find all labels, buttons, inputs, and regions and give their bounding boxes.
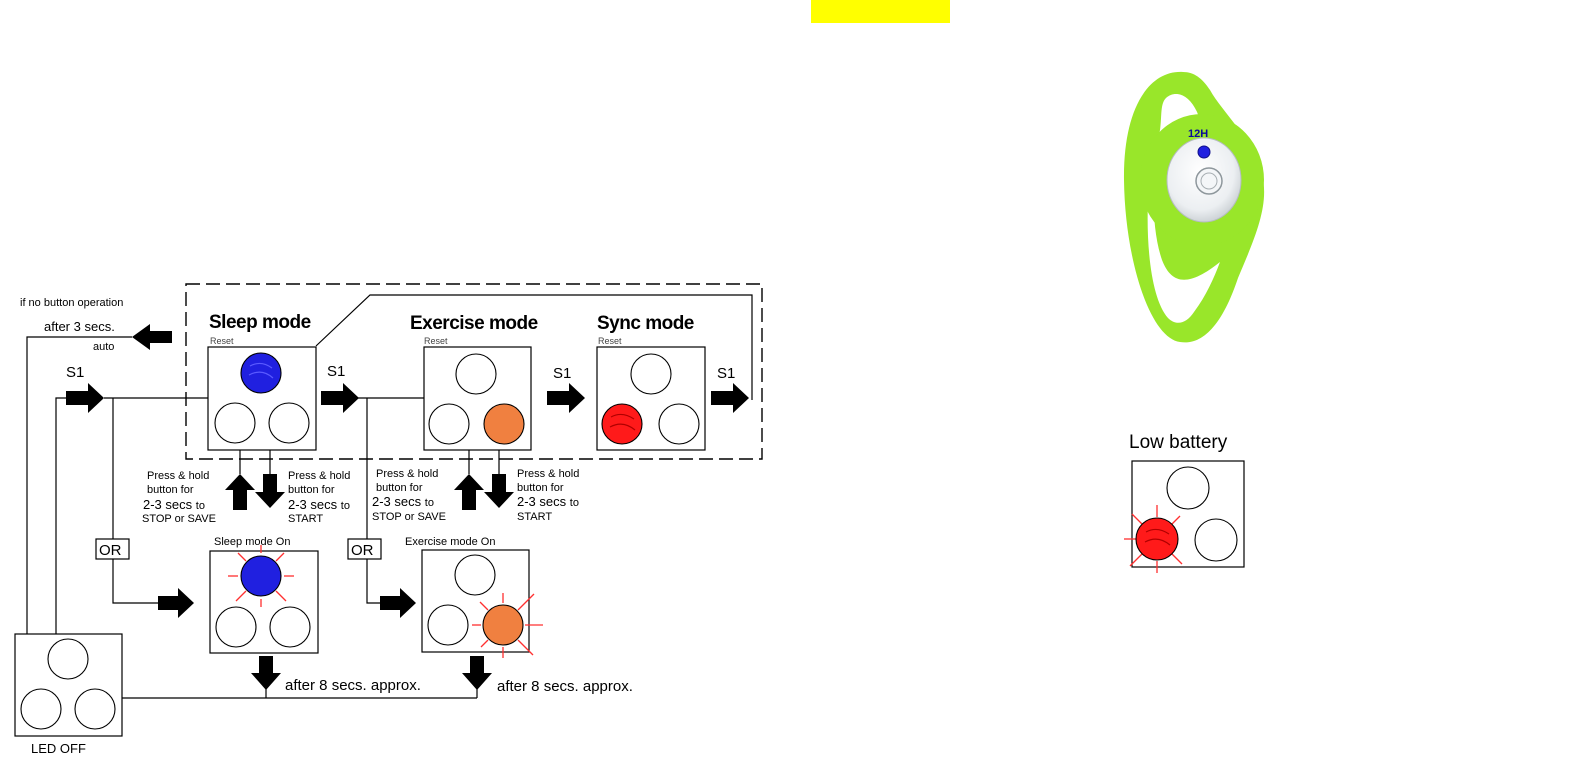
sleep-led-left <box>214 402 256 444</box>
s1-label-2: S1 <box>327 363 345 380</box>
exercise-mode-title: Exercise mode <box>410 313 538 334</box>
led-off-top <box>47 638 89 680</box>
exercise-led-left <box>428 403 470 445</box>
timeout-arrow-exercise-icon <box>462 656 492 690</box>
auto-return-line <box>26 336 132 634</box>
device-led-indicator <box>1197 145 1211 159</box>
sync-mode-title: Sync mode <box>597 313 694 334</box>
s1-arrow-3-icon <box>547 383 585 413</box>
svg-text:2-3 secs to: 2-3 secs to <box>143 497 205 512</box>
svg-text:2-3 secs to: 2-3 secs to <box>517 494 579 509</box>
sleep-mode-title: Sleep mode <box>209 312 311 333</box>
s1-label-4: S1 <box>717 365 735 382</box>
after-8-label-1: after 8 secs. approx. <box>285 677 421 694</box>
low-battery-label: Low battery <box>1129 432 1228 453</box>
or-box-2 <box>347 538 382 560</box>
sleep-stop-instructions: Press & hold button for 2-3 secs to STOP… <box>142 470 216 525</box>
exercise-stop-instructions: Press & hold button for 2-3 secs to STOP… <box>372 468 446 523</box>
svg-text:button for: button for <box>288 484 335 496</box>
no-button-label-1: if no button operation <box>20 297 123 309</box>
led-off-right <box>74 688 116 730</box>
svg-text:2-3 secs to: 2-3 secs to <box>288 497 350 512</box>
sleep-led-right <box>268 402 310 444</box>
sleep-start-instructions: Press & hold button for 2-3 secs to STAR… <box>288 470 350 525</box>
exercise-on-panel <box>421 549 543 658</box>
s1-label-1: S1 <box>66 364 84 381</box>
or-label-1: OR <box>99 542 122 559</box>
low-battery-panel <box>1124 460 1245 573</box>
exercise-on-label: Exercise mode On <box>405 536 495 548</box>
exercise-mode-panel <box>423 346 532 451</box>
or-branch-sleep <box>112 398 158 604</box>
start-arrow-sleep-icon <box>255 474 285 508</box>
device-button <box>1195 167 1223 195</box>
sync-led-top <box>630 353 672 395</box>
exercise-on-led-blinking <box>482 604 524 646</box>
sync-led-right <box>658 403 700 445</box>
exercise-led-orange <box>483 403 525 445</box>
s1-label-3: S1 <box>553 365 571 382</box>
svg-text:2-3 secs to: 2-3 secs to <box>372 494 434 509</box>
led-off-left <box>20 688 62 730</box>
no-button-label-2: after 3 secs. <box>44 319 115 334</box>
or-branch-exercise <box>366 398 380 604</box>
svg-text:button for: button for <box>147 484 194 496</box>
or-label-2: OR <box>351 542 374 559</box>
svg-text:Press & hold: Press & hold <box>376 468 438 480</box>
led-off-label: LED OFF <box>31 741 86 756</box>
exercise-reset-label: Reset <box>424 336 448 346</box>
sleep-led-blue <box>240 352 282 394</box>
timeout-arrow-sleep-icon <box>251 656 281 690</box>
svg-text:Press & hold: Press & hold <box>147 470 209 482</box>
after-8-label-2: after 8 secs. approx. <box>497 678 633 695</box>
sleep-on-led-blinking <box>240 555 282 597</box>
start-arrow-exercise-icon <box>484 474 514 508</box>
mode-group-border <box>185 283 763 460</box>
svg-text:START: START <box>288 513 323 525</box>
svg-text:STOP or SAVE: STOP or SAVE <box>372 511 446 523</box>
exercise-led-top <box>455 353 497 395</box>
svg-text:button for: button for <box>376 482 423 494</box>
svg-text:Press & hold: Press & hold <box>288 470 350 482</box>
svg-text:Press & hold: Press & hold <box>517 468 579 480</box>
exercise-on-led-left <box>427 604 469 646</box>
svg-text:button for: button for <box>517 482 564 494</box>
no-button-label-3: auto <box>93 341 114 353</box>
or-box-1 <box>95 538 130 560</box>
led-off-panel <box>14 633 123 737</box>
exercise-on-led-top <box>454 554 496 596</box>
s1-entry-line <box>55 397 66 634</box>
exercise-start-instructions: Press & hold button for 2-3 secs to STAR… <box>517 468 579 523</box>
yellow-highlight <box>811 0 950 23</box>
auto-arrow-icon <box>132 324 172 350</box>
sleep-on-led-right <box>269 606 311 648</box>
sleep-mode-panel <box>207 346 317 451</box>
stop-save-arrow-sleep-icon <box>225 474 255 510</box>
sleep-on-label: Sleep mode On <box>214 536 290 548</box>
stop-save-arrow-exercise-icon <box>454 474 484 510</box>
low-battery-led-top <box>1166 466 1210 510</box>
sleep-on-panel <box>209 545 319 654</box>
s1-arrow-4-icon <box>711 383 749 413</box>
sync-reset-label: Reset <box>598 336 622 346</box>
or-arrow-exercise-icon <box>380 588 416 618</box>
svg-text:START: START <box>517 511 552 523</box>
svg-text:STOP or SAVE: STOP or SAVE <box>142 513 216 525</box>
s1-arrow-2-icon <box>321 383 359 413</box>
sleep-reset-label: Reset <box>210 336 234 346</box>
sleep-on-led-left <box>215 606 257 648</box>
wristband-device <box>1123 71 1265 343</box>
s1-arrow-1-icon <box>66 383 104 413</box>
loop-line <box>315 294 753 400</box>
or-arrow-sleep-icon <box>158 588 194 618</box>
device-12h-label: 12H <box>1188 128 1208 140</box>
sync-mode-panel <box>596 346 706 451</box>
low-battery-led-right <box>1194 518 1238 562</box>
